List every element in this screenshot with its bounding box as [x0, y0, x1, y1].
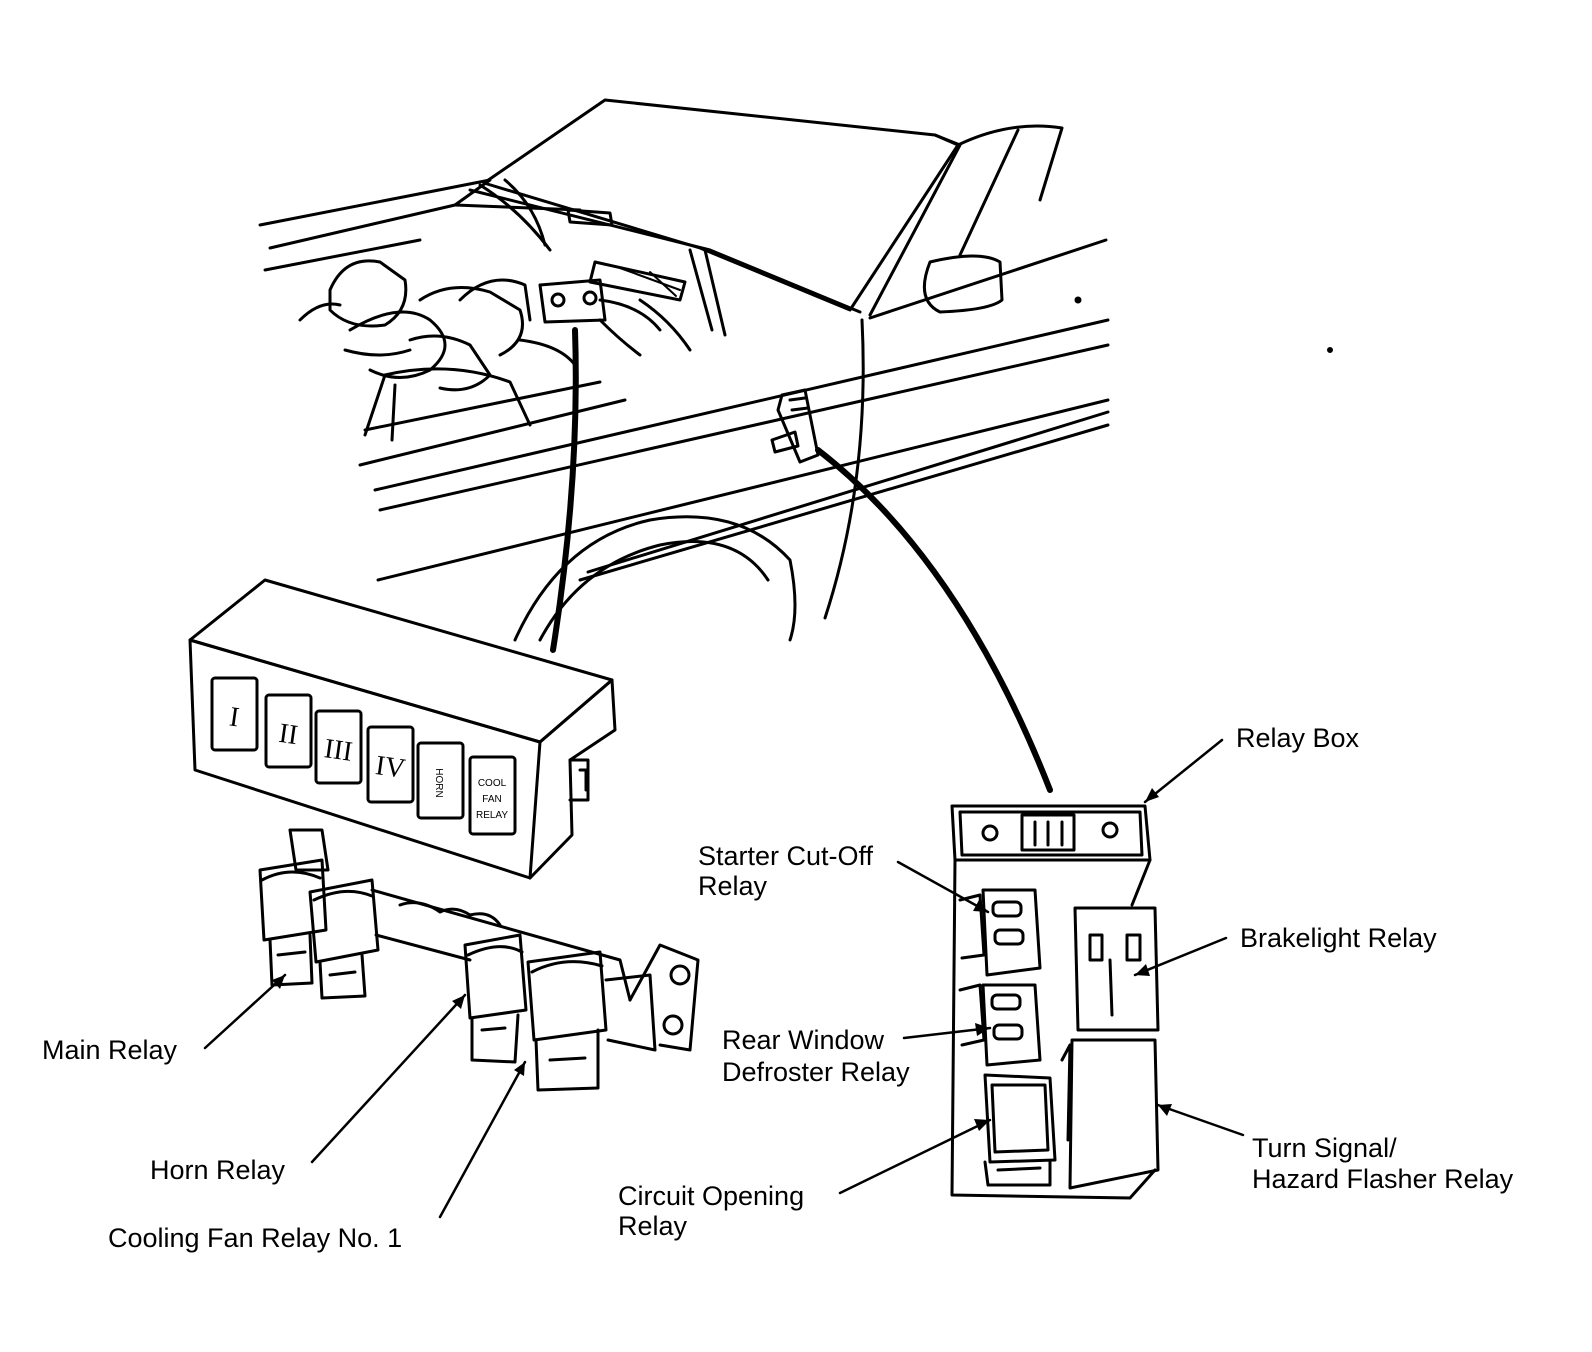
label-brakelight-relay: Brakelight Relay: [1240, 923, 1437, 953]
label-circuit-opening-line2: Relay: [618, 1211, 688, 1241]
label-circuit-opening-line1: Circuit Opening: [618, 1181, 805, 1211]
slot-label-relay: RELAY: [476, 810, 508, 821]
label-cooling-fan-relay: Cooling Fan Relay No. 1: [108, 1223, 403, 1253]
label-turn-signal-line2: Hazard Flasher Relay: [1252, 1164, 1514, 1194]
leader-arrowheads: [272, 788, 1172, 1131]
relay-cover-slot-labels: I II III IV HORN COOL FAN RELAY: [228, 702, 509, 821]
label-main-relay: Main Relay: [42, 1035, 178, 1065]
vehicle-body-drawing: [258, 98, 1333, 642]
slot-label-1: I: [228, 702, 242, 734]
relay-strip: [258, 828, 700, 1092]
slot-label-3: III: [322, 733, 354, 768]
slot-label-horn: HORN: [433, 768, 444, 797]
label-rear-window-line1: Rear Window: [722, 1025, 885, 1055]
relay-box-assembly: [950, 804, 1160, 1200]
label-starter-cutoff-line2: Relay: [698, 871, 768, 901]
slot-label-4: IV: [374, 750, 408, 785]
label-turn-signal-line1: Turn Signal/: [1252, 1133, 1397, 1163]
label-starter-cutoff-line1: Starter Cut-Off: [698, 841, 874, 871]
slot-label-fan: FAN: [482, 794, 501, 805]
label-horn-relay: Horn Relay: [150, 1155, 286, 1185]
location-leader-curves: [550, 327, 1053, 793]
relay-cover: [188, 578, 617, 880]
label-relay-box: Relay Box: [1236, 723, 1360, 753]
label-rear-window-line2: Defroster Relay: [722, 1057, 910, 1087]
label-leader-lines: [203, 738, 1245, 1219]
slot-label-2: II: [277, 718, 300, 751]
slot-label-cool: COOL: [478, 778, 507, 789]
